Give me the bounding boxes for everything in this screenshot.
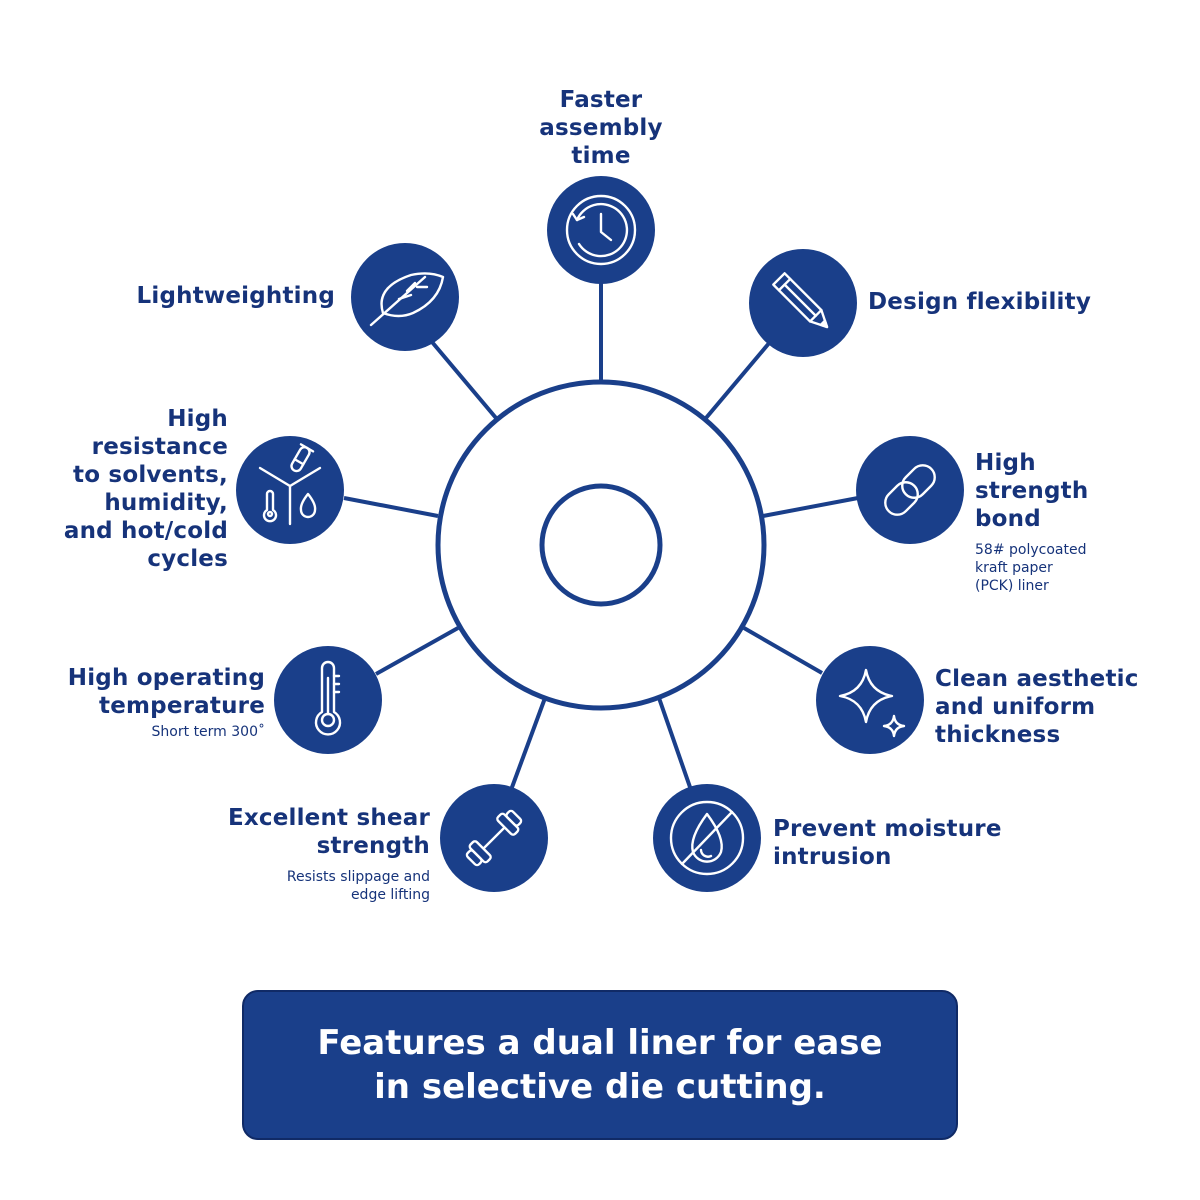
feature-label-design: Design flexibility <box>868 289 1092 315</box>
pencil-icon <box>772 272 829 329</box>
feature-label-moisture: Prevent moisture intrusion <box>773 816 1002 870</box>
sparkle-icon <box>838 668 906 738</box>
spoke-resistance <box>343 496 439 518</box>
banner-text: Features a dual liner for ease in select… <box>317 1023 883 1107</box>
spoke-shear <box>509 697 547 791</box>
spoke-light <box>430 340 498 420</box>
dumbbell-icon <box>465 809 523 867</box>
bond-circle <box>856 436 964 544</box>
feature-sublabel-temperature: Short term 300˚ <box>151 724 265 740</box>
spoke-clean <box>743 626 823 675</box>
feature-sublabel-shear: Resists slippage and edge lifting <box>286 869 430 903</box>
feature-sublabel-bond: 58# polycoated kraft paper (PCK) liner <box>975 542 1087 594</box>
tape-roll <box>435 379 767 711</box>
feature-label-shear: Excellent shear strength <box>227 805 430 859</box>
clean-circle <box>816 646 924 754</box>
feather-icon <box>369 272 445 327</box>
test-tube-thermometer-drop-icon <box>258 443 322 526</box>
chain-link-icon <box>884 464 936 516</box>
spoke-moisture <box>657 697 693 791</box>
clock-icon <box>565 194 637 266</box>
feature-label-bond: High strength bond <box>975 450 1089 532</box>
no-water-drop-icon <box>669 800 745 876</box>
feature-label-faster: Faster assembly time <box>539 87 663 169</box>
connector-lines <box>343 283 859 791</box>
feature-label-clean: Clean aesthetic and uniform thickness <box>935 666 1139 748</box>
spoke-temperature <box>375 626 459 676</box>
tape-roll-core <box>539 483 663 607</box>
thermometer-icon <box>314 660 342 736</box>
spoke-bond <box>762 496 859 518</box>
feature-label-resistance: High resistance to solvents, humidity, a… <box>63 406 228 572</box>
feature-label-light: Lightweighting <box>136 283 335 309</box>
spoke-design <box>704 340 772 420</box>
feature-label-temperature: High operating temperature <box>67 665 265 719</box>
dual-liner-banner: Features a dual liner for ease in select… <box>242 990 958 1140</box>
